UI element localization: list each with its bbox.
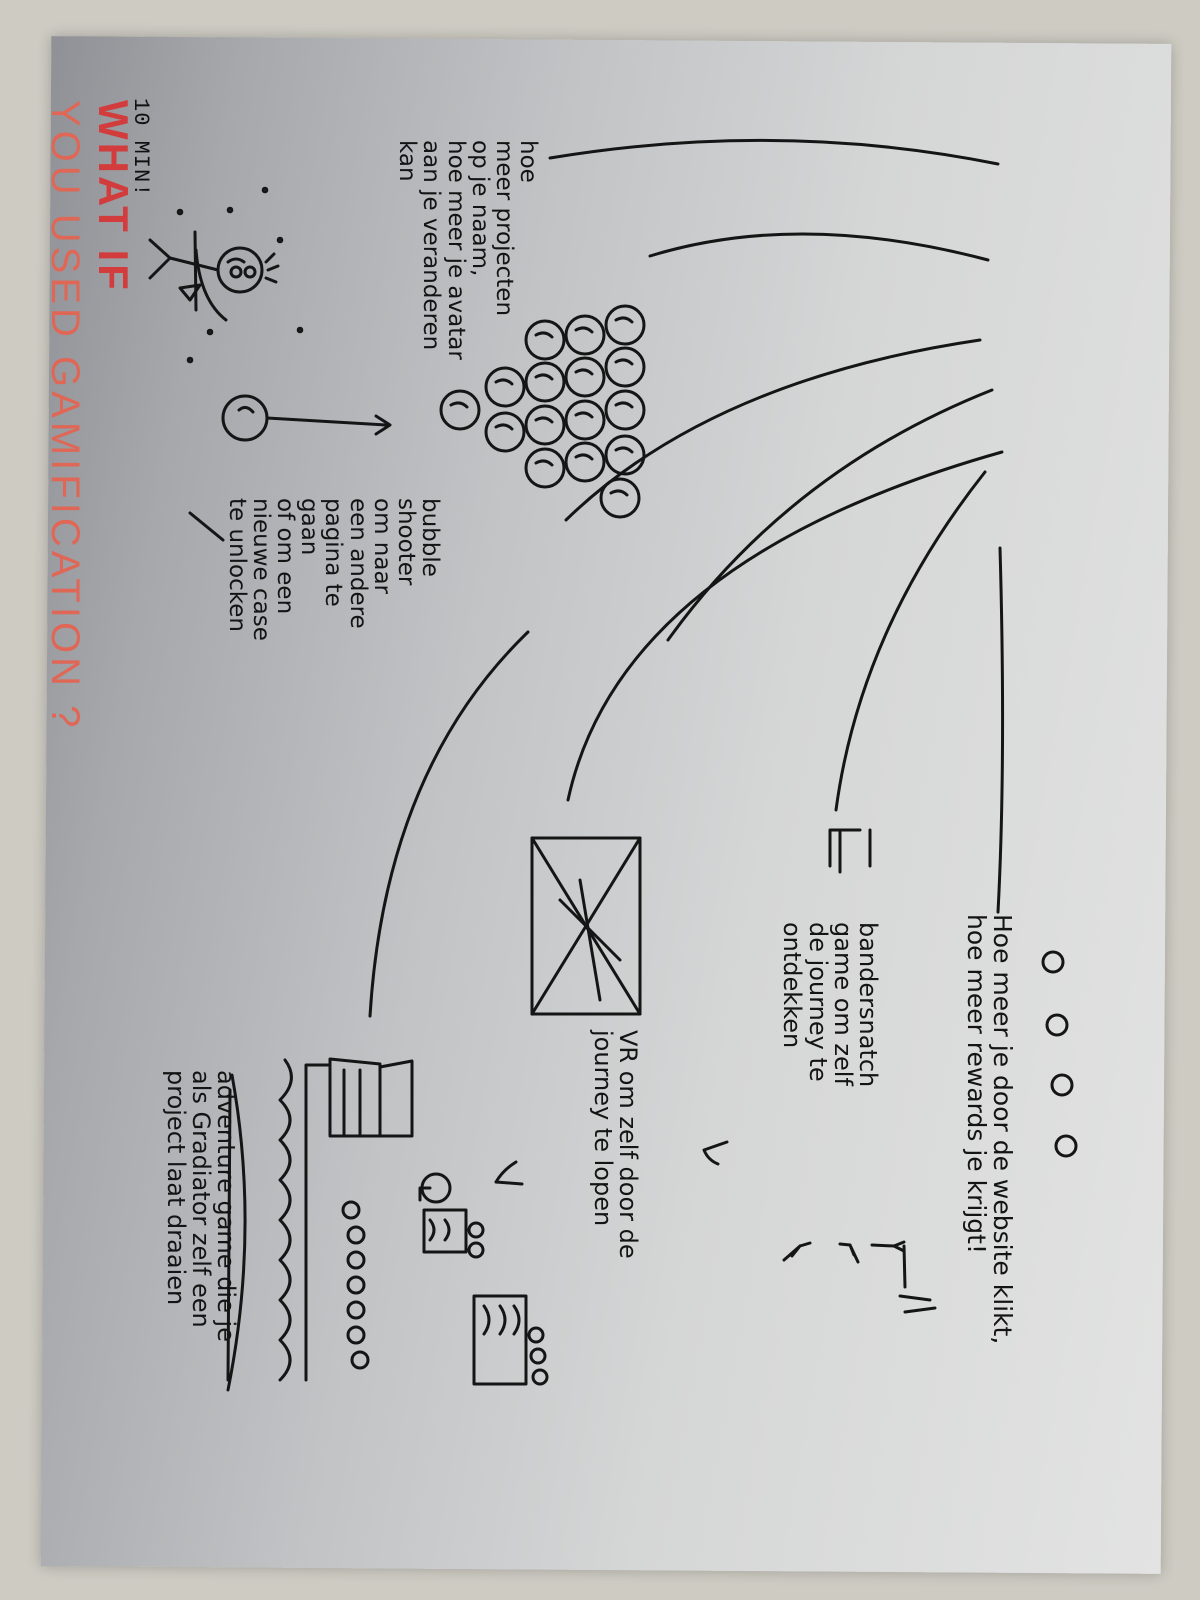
arrow-down-2 — [494, 1160, 524, 1186]
dash-mark — [188, 511, 225, 542]
sparkle-dots — [176, 186, 304, 364]
vr-rectangle — [530, 836, 642, 1016]
reward-coins-row — [1041, 950, 1078, 1158]
avatar-figure — [148, 230, 280, 322]
adventure-level-sketch — [226, 1057, 414, 1392]
score-chest-1 — [422, 1208, 485, 1259]
arcade-cabinet-icon — [828, 828, 872, 874]
arrow-down-1 — [702, 1140, 729, 1166]
bubble-shooter-arrow — [221, 394, 392, 442]
mushroom-icon — [418, 1172, 452, 1204]
bandersnatch-choice-tree — [782, 1240, 937, 1314]
bubble-cluster — [439, 304, 646, 519]
score-chest-2 — [472, 1294, 549, 1386]
branch-lines — [368, 138, 1005, 1018]
